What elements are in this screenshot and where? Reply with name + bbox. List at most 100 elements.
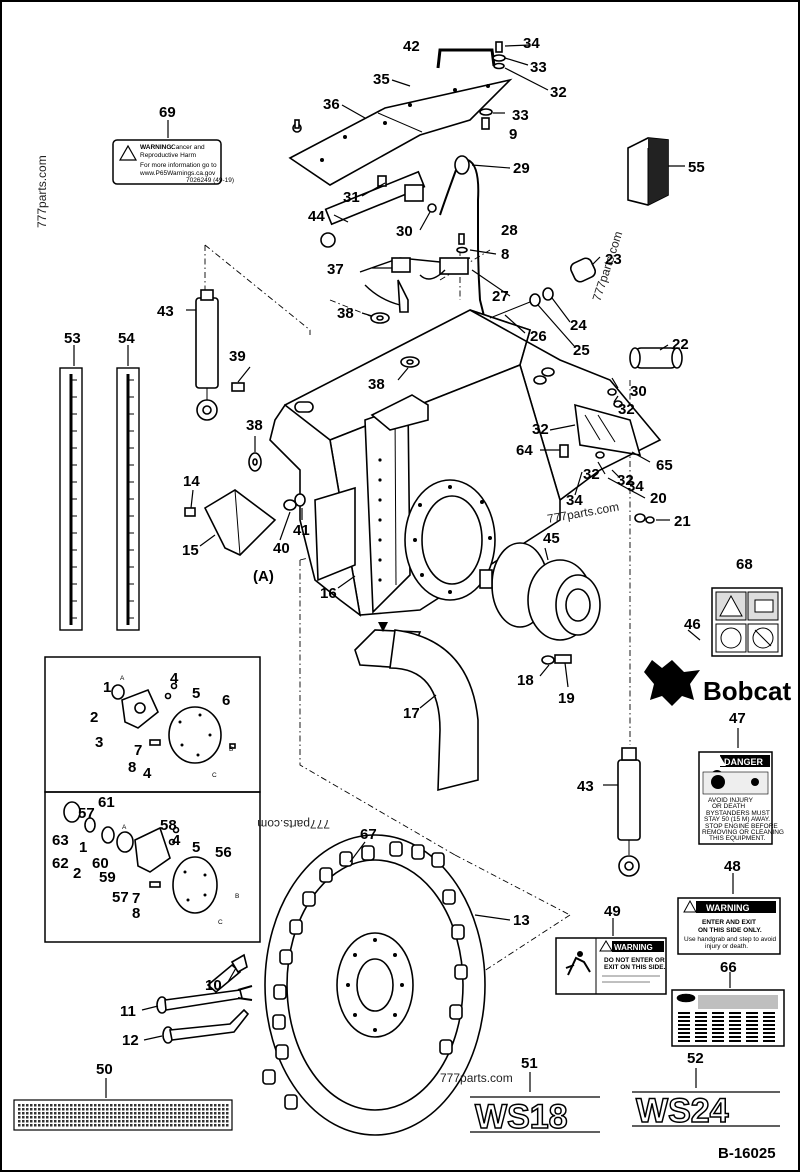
callout-numbers: 1 2 3 4 5 6 7 8 4 1 2 57 61 63 62 60 59 … <box>52 35 753 1078</box>
decal-48-line1: ENTER AND EXIT <box>702 919 756 926</box>
callout-10: 10 <box>205 977 222 994</box>
watermark-bottom: 777parts.com <box>440 1071 513 1085</box>
callout-23: 23 <box>605 251 622 268</box>
callout-34: 34 <box>523 35 540 52</box>
callout-7: 7 <box>134 742 142 759</box>
decal-49-warning: WARNING DO NOT ENTER OR EXIT ON THIS SID… <box>555 937 667 995</box>
callout-3: 3 <box>95 734 103 751</box>
callout-2: 2 <box>90 709 98 726</box>
decal-69-line1: Cancer and <box>171 144 205 151</box>
hydraulic-cylinder-44 <box>320 170 437 248</box>
decal-48-warning: WARNING ENTER AND EXIT ON THIS SIDE ONLY… <box>677 897 781 955</box>
callout-49: 49 <box>604 903 621 920</box>
callout-12: 12 <box>122 1032 139 1049</box>
callout-61: 61 <box>98 794 115 811</box>
detail-label-a: (A) <box>253 568 274 585</box>
callout-19: 19 <box>558 690 575 707</box>
main-frame-housing <box>269 309 662 617</box>
bracket-37-27 <box>359 233 471 313</box>
callout-63: 63 <box>52 832 69 849</box>
hydraulic-cylinder-43-top <box>195 289 245 421</box>
callout-9: 9 <box>509 126 517 143</box>
callout-1-lower-inset: 1 <box>79 839 87 856</box>
callout-32-left: 32 <box>532 421 549 438</box>
decal-66-chart <box>671 989 785 1047</box>
decal-47-line3: BYSTANDERS MUST <box>706 810 770 817</box>
hose-29 <box>439 155 486 321</box>
sub-labels: (A) A B C A B C <box>120 568 274 926</box>
cover-plate <box>288 78 513 186</box>
callout-36: 36 <box>323 96 340 113</box>
callout-15: 15 <box>182 542 199 559</box>
model-decal-right: WS24 <box>636 1092 729 1130</box>
callout-62: 62 <box>52 855 69 872</box>
decal-69-warning: WARNING: <box>140 144 174 151</box>
callout-46: 46 <box>684 616 701 633</box>
decal-47-line7: THIS EQUIPMENT. <box>709 835 766 842</box>
callout-20: 20 <box>650 490 667 507</box>
callout-17: 17 <box>403 705 420 722</box>
callout-43-bottom: 43 <box>577 778 594 795</box>
callout-45: 45 <box>543 530 560 547</box>
sub-label-c-upper: C <box>212 772 217 779</box>
document-id: B-16025 <box>718 1145 776 1162</box>
decal-47-line5: STOP ENGINE BEFORE <box>705 823 778 830</box>
callout-6: 6 <box>222 692 230 709</box>
decal-49-signal: WARNING <box>614 943 653 952</box>
callout-42: 42 <box>403 38 420 55</box>
decal-49-line2: EXIT ON THIS SIDE. <box>604 964 666 971</box>
decal-69-prop65: WARNING: Cancer and Reproductive Harm Fo… <box>112 139 234 185</box>
callout-57-top: 57 <box>78 805 95 822</box>
callout-32-right: 32 <box>618 401 635 418</box>
hydraulic-motor-45 <box>479 542 601 665</box>
callout-35: 35 <box>373 71 390 88</box>
sub-label-b-upper: B <box>229 746 233 753</box>
bracket-15 <box>184 489 306 556</box>
tooth-tools-10-12 <box>156 953 253 1044</box>
callout-5: 5 <box>192 685 200 702</box>
callout-4-lower: 4 <box>172 832 181 849</box>
callout-44: 44 <box>308 208 325 225</box>
callout-67: 67 <box>360 826 377 843</box>
callout-25: 25 <box>573 342 590 359</box>
decal-69-line2: Reproductive Harm <box>140 152 196 159</box>
channel-16 <box>364 403 411 614</box>
callout-38-left: 38 <box>246 417 263 434</box>
decal-69-line3: For more information go to <box>140 162 217 169</box>
callout-66: 66 <box>720 959 737 976</box>
decal-50-stripe <box>13 1099 233 1131</box>
decal-51-model: WS18 <box>470 1096 600 1137</box>
handle-42 <box>436 48 496 69</box>
leader-lines <box>73 44 739 1098</box>
callout-21: 21 <box>674 513 691 530</box>
callout-38-mid: 38 <box>368 376 385 393</box>
callout-38-top: 38 <box>337 305 354 322</box>
decal-47-signal: DANGER <box>724 757 764 767</box>
callout-40: 40 <box>273 540 290 557</box>
decal-69-code: 7026249 (49-19) <box>186 177 234 184</box>
callout-30: 30 <box>396 223 413 240</box>
callout-7-lower: 7 <box>132 890 140 907</box>
callout-33-lower: 33 <box>512 107 529 124</box>
callout-5-lower: 5 <box>192 839 200 856</box>
callout-47: 47 <box>729 710 746 727</box>
callout-57-bottom: 57 <box>112 889 129 906</box>
callout-14: 14 <box>183 473 200 490</box>
cutter-wheel-13 <box>262 834 486 1136</box>
callout-8-mid: 8 <box>501 246 509 263</box>
watermark-left: 777parts.com <box>35 155 49 228</box>
callout-54: 54 <box>118 330 135 347</box>
callout-55: 55 <box>688 159 705 176</box>
scale-decals <box>59 367 140 631</box>
teeth-67 <box>262 841 468 1110</box>
pin-22-23 <box>489 257 683 369</box>
callout-13: 13 <box>513 912 530 929</box>
callout-26: 26 <box>530 328 547 345</box>
washers-38 <box>248 312 420 472</box>
callout-31: 31 <box>343 189 360 206</box>
sub-label-b-lower: B <box>235 893 239 900</box>
decal-48-signal: WARNING <box>706 903 750 913</box>
callout-51: 51 <box>521 1055 538 1072</box>
